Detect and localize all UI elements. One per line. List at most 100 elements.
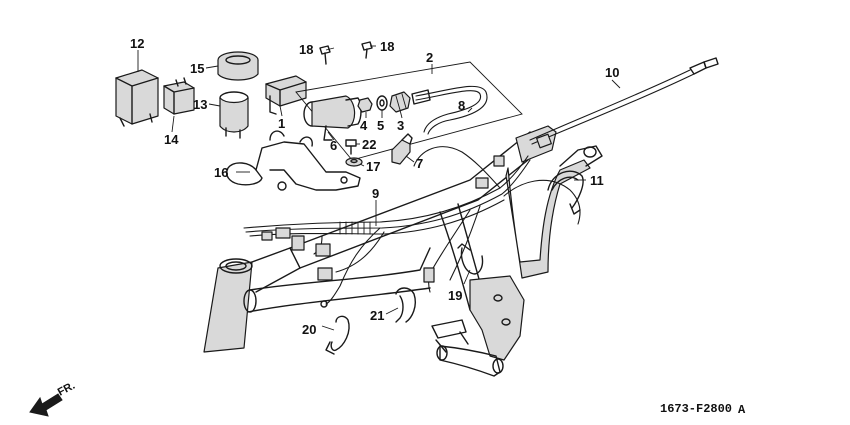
frame-engine-mount-plate: [469, 275, 525, 361]
bracket-16-clips: [269, 130, 313, 147]
relay-14-tabs: [175, 77, 187, 87]
callout-18a: 18: [299, 42, 313, 57]
relay-box-12-pins: [119, 113, 153, 127]
callout-1: 1: [278, 116, 285, 131]
condenser-13-body: [219, 97, 249, 133]
clamp-11-band: [547, 170, 584, 209]
part-16-bracket: [226, 130, 361, 191]
harness-connector-5: [475, 177, 489, 189]
screw-18a: [319, 45, 331, 65]
front-direction-indicator: FR.: [29, 380, 77, 417]
harness-tape: [339, 221, 371, 235]
cable-10-wire-a: [529, 69, 691, 141]
nut-4: [357, 97, 373, 113]
relay-box-12-edges: [115, 77, 159, 125]
callout-3: 3: [397, 118, 404, 133]
part-17-washer: [345, 157, 363, 167]
relay-14-edges: [163, 85, 195, 115]
cable-10-wire-b: [531, 73, 695, 145]
callout-7: 7: [416, 156, 423, 171]
harness-connector-6: [493, 155, 505, 167]
leader-21: [385, 307, 399, 315]
leader-1: [279, 105, 283, 117]
part-15-cap: [217, 51, 259, 81]
leader-lines: [137, 45, 621, 331]
frame-gusset: [251, 247, 301, 293]
seat-rail-eye: [583, 146, 597, 158]
callout-20: 20: [302, 322, 316, 337]
part-2-coil-assembly: [295, 61, 523, 161]
washer-17-hole: [350, 158, 358, 164]
part-18-screws: [319, 41, 373, 65]
coil-6-mount: [323, 125, 333, 141]
callout-10: 10: [605, 65, 619, 80]
part-4-nut: [357, 97, 373, 113]
clamp-19-tab: [457, 243, 471, 251]
regulator-1-edges: [265, 81, 307, 107]
part-7-plug-cap: [391, 133, 413, 165]
clamp-20-band: [330, 315, 350, 352]
harness-connector-7: [423, 267, 435, 283]
harness-branch-up: [413, 146, 501, 189]
frame-rear-spar: [505, 159, 591, 279]
leader-15: [205, 65, 219, 69]
leader-13: [208, 103, 221, 107]
terminal-3-ribs: [395, 93, 407, 111]
lower-tube-end-right: [492, 358, 504, 374]
frame-seat-rail: [559, 145, 603, 167]
callout-12: 12: [130, 36, 144, 51]
part-3-terminal: [389, 91, 411, 113]
leader-20: [321, 325, 335, 331]
callout-21: 21: [370, 308, 384, 323]
part-14-relay: [163, 77, 195, 115]
plug-cap-7-body: [391, 139, 411, 165]
clamp-11-inner: [551, 176, 579, 191]
harness-connector-4: [317, 267, 333, 281]
harness-connector-8: [261, 231, 273, 241]
callout-13: 13: [193, 97, 207, 112]
callout-19: 19: [448, 288, 462, 303]
harness-connector-3: [315, 243, 331, 257]
callout-6: 6: [330, 138, 337, 153]
callout-22: 22: [362, 137, 376, 152]
cap-15-rim: [225, 55, 251, 65]
front-label: FR.: [56, 380, 77, 399]
cable-10-connector: [536, 133, 552, 149]
callout-15: 15: [190, 61, 204, 76]
callout-17: 17: [366, 159, 380, 174]
callout-11: 11: [590, 173, 604, 188]
clamp-21-inner: [395, 295, 404, 323]
harness-branch-ground: [325, 227, 381, 305]
down-tube-end: [243, 289, 257, 313]
main-wire-harness: [243, 146, 581, 308]
terminal-3-body: [389, 91, 411, 113]
callout-5: 5: [377, 118, 384, 133]
part-19-clamp: [457, 243, 484, 275]
regulator-1-body: [265, 75, 307, 107]
part-5-washer: [376, 95, 388, 111]
callout-2: 2: [426, 50, 433, 65]
head-pipe-top: [219, 258, 253, 274]
bracket-16-hole: [277, 181, 287, 191]
ground-terminal: [320, 300, 328, 308]
leader-8: [467, 107, 473, 113]
ht-lead-8-end: [411, 89, 431, 105]
clamp-11-tab: [569, 203, 581, 215]
regulator-1-terminal: [269, 95, 277, 115]
part-10-cable: [529, 57, 719, 149]
cable-10-plug-b: [703, 57, 719, 69]
frame-head-pipe: [203, 261, 253, 353]
leader-6: [327, 131, 335, 141]
clamp-21-band: [395, 287, 416, 323]
cap-15-side: [217, 60, 259, 81]
leader-19: [463, 269, 471, 285]
frame-down-tube: [247, 247, 431, 313]
plug-cap-7-top: [401, 133, 413, 145]
callout-14: 14: [164, 132, 179, 147]
diagram-code: 1673-F2800: [660, 402, 732, 416]
leader-18a: [325, 47, 335, 51]
washer-5-inner: [379, 99, 385, 107]
callout-labels: 12 15 13 14 1 16 2 18 18 4 5 3 6 8 22 17…: [130, 36, 619, 337]
